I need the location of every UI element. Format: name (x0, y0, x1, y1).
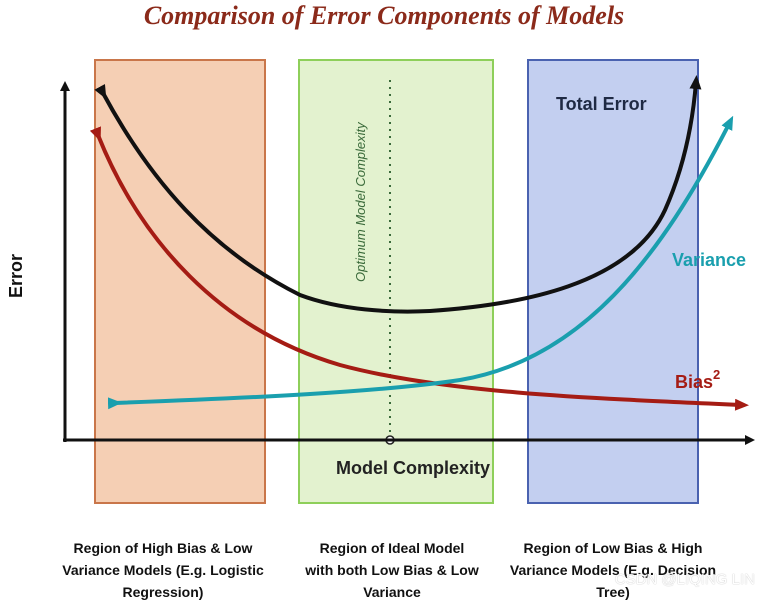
region-low-bias-label: Region of Low Bias & High Variance Model… (509, 540, 717, 600)
region-high-bias-label: Region of High Bias & Low Variance Model… (62, 540, 264, 600)
variance-label: Variance (672, 250, 746, 270)
x-axis-label: Model Complexity (336, 458, 490, 478)
region-ideal-label: Region of Ideal Model with both Low Bias… (305, 540, 479, 600)
diagram-title: Comparison of Error Components of Models (144, 1, 624, 30)
variance-curve (107, 115, 734, 410)
bias-squared-label: Bias2 (675, 367, 720, 392)
bias-label-base: Bias (675, 372, 713, 392)
bias-label-exponent: 2 (713, 367, 720, 382)
watermark: CSDN @LIQING LIN (614, 571, 755, 588)
region-ideal-box (298, 59, 494, 504)
y-axis-label: Error (6, 254, 26, 298)
total-error-curve (94, 75, 702, 314)
total-error-label: Total Error (556, 94, 647, 114)
optimum-complexity-label: Optimum Model Complexity (353, 121, 368, 282)
region-low-bias-box (527, 59, 699, 504)
